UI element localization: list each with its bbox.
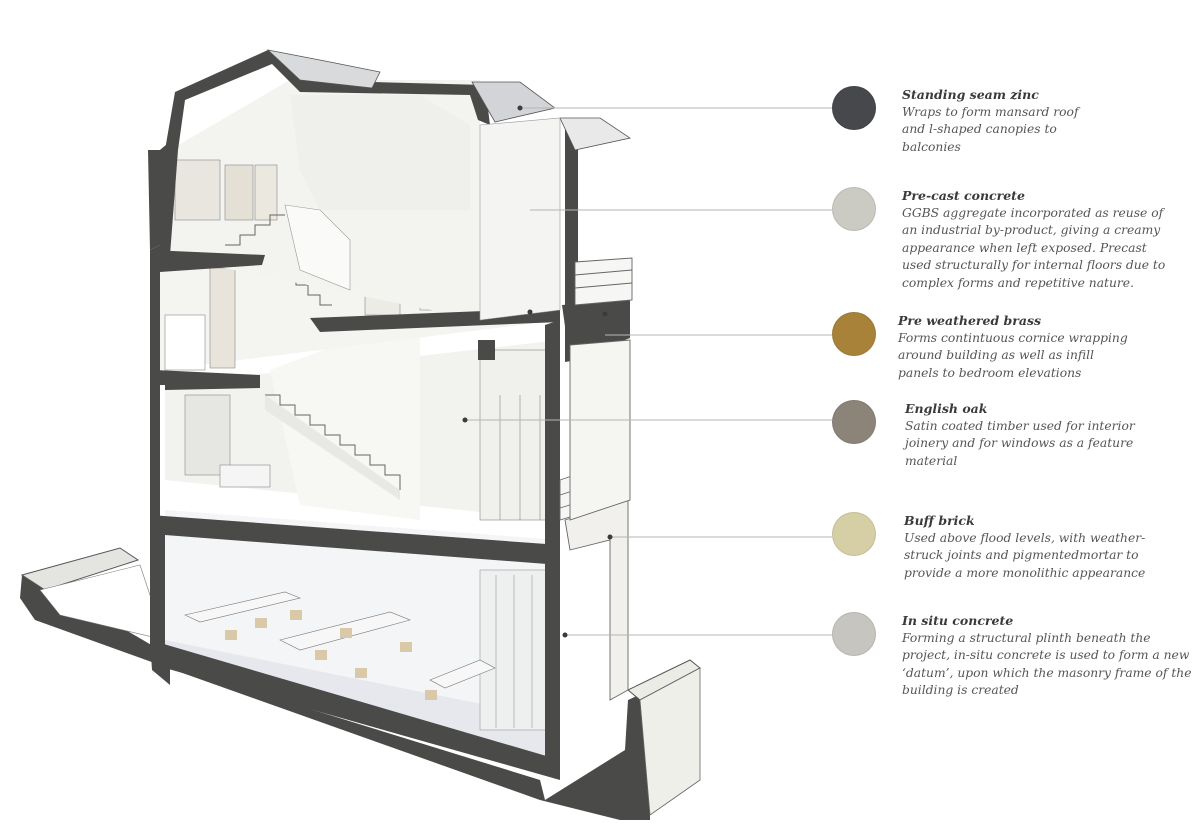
material-precast-concrete: Pre-cast concrete GGBS aggregate incorpo… — [832, 187, 1192, 297]
ground-plinth — [20, 547, 701, 820]
material-title: Pre weathered brass — [898, 313, 1042, 328]
material-title: Standing seam zinc — [902, 87, 1039, 102]
ground-floor-interior — [165, 510, 560, 760]
oak-swatch-icon — [832, 400, 876, 444]
zinc-roof — [266, 49, 632, 321]
material-in-situ-concrete: In situ concrete Forming a structural pl… — [832, 612, 1192, 722]
material-description: Forming a structural plinth beneath the … — [902, 631, 1192, 698]
material-title: Pre-cast concrete — [902, 188, 1025, 203]
material-description: Forms contintuous cornice wrapping aroun… — [898, 331, 1128, 380]
material-description: Used above flood levels, with weather-st… — [904, 531, 1146, 580]
balconies — [559, 257, 633, 701]
material-standing-seam-zinc: Standing seam zinc Wraps to form mansard… — [832, 86, 1192, 196]
material-english-oak: English oak Satin coated timber used for… — [832, 400, 1192, 510]
material-description: GGBS aggregate incorporated as reuse of … — [902, 206, 1166, 290]
material-title: English oak — [905, 401, 988, 416]
material-title: In situ concrete — [902, 613, 1014, 628]
leader-dots — [462, 105, 613, 638]
brass-swatch-icon — [832, 312, 876, 356]
material-title: Buff brick — [904, 513, 975, 528]
insitu-concrete-swatch-icon — [832, 612, 876, 656]
material-buff-brick: Buff brick Used above flood levels, with… — [832, 512, 1192, 622]
material-pre-weathered-brass: Pre weathered brass Forms contintuous co… — [832, 312, 1192, 422]
precast-concrete-swatch-icon — [832, 187, 876, 231]
material-description: Satin coated timber used for interior jo… — [905, 419, 1135, 468]
material-description: Wraps to form mansard roof and l-shaped … — [902, 105, 1079, 154]
zinc-swatch-icon — [832, 86, 876, 130]
leader-lines — [465, 107, 832, 636]
first-floor-interior — [165, 330, 560, 521]
brick-swatch-icon — [832, 512, 876, 556]
